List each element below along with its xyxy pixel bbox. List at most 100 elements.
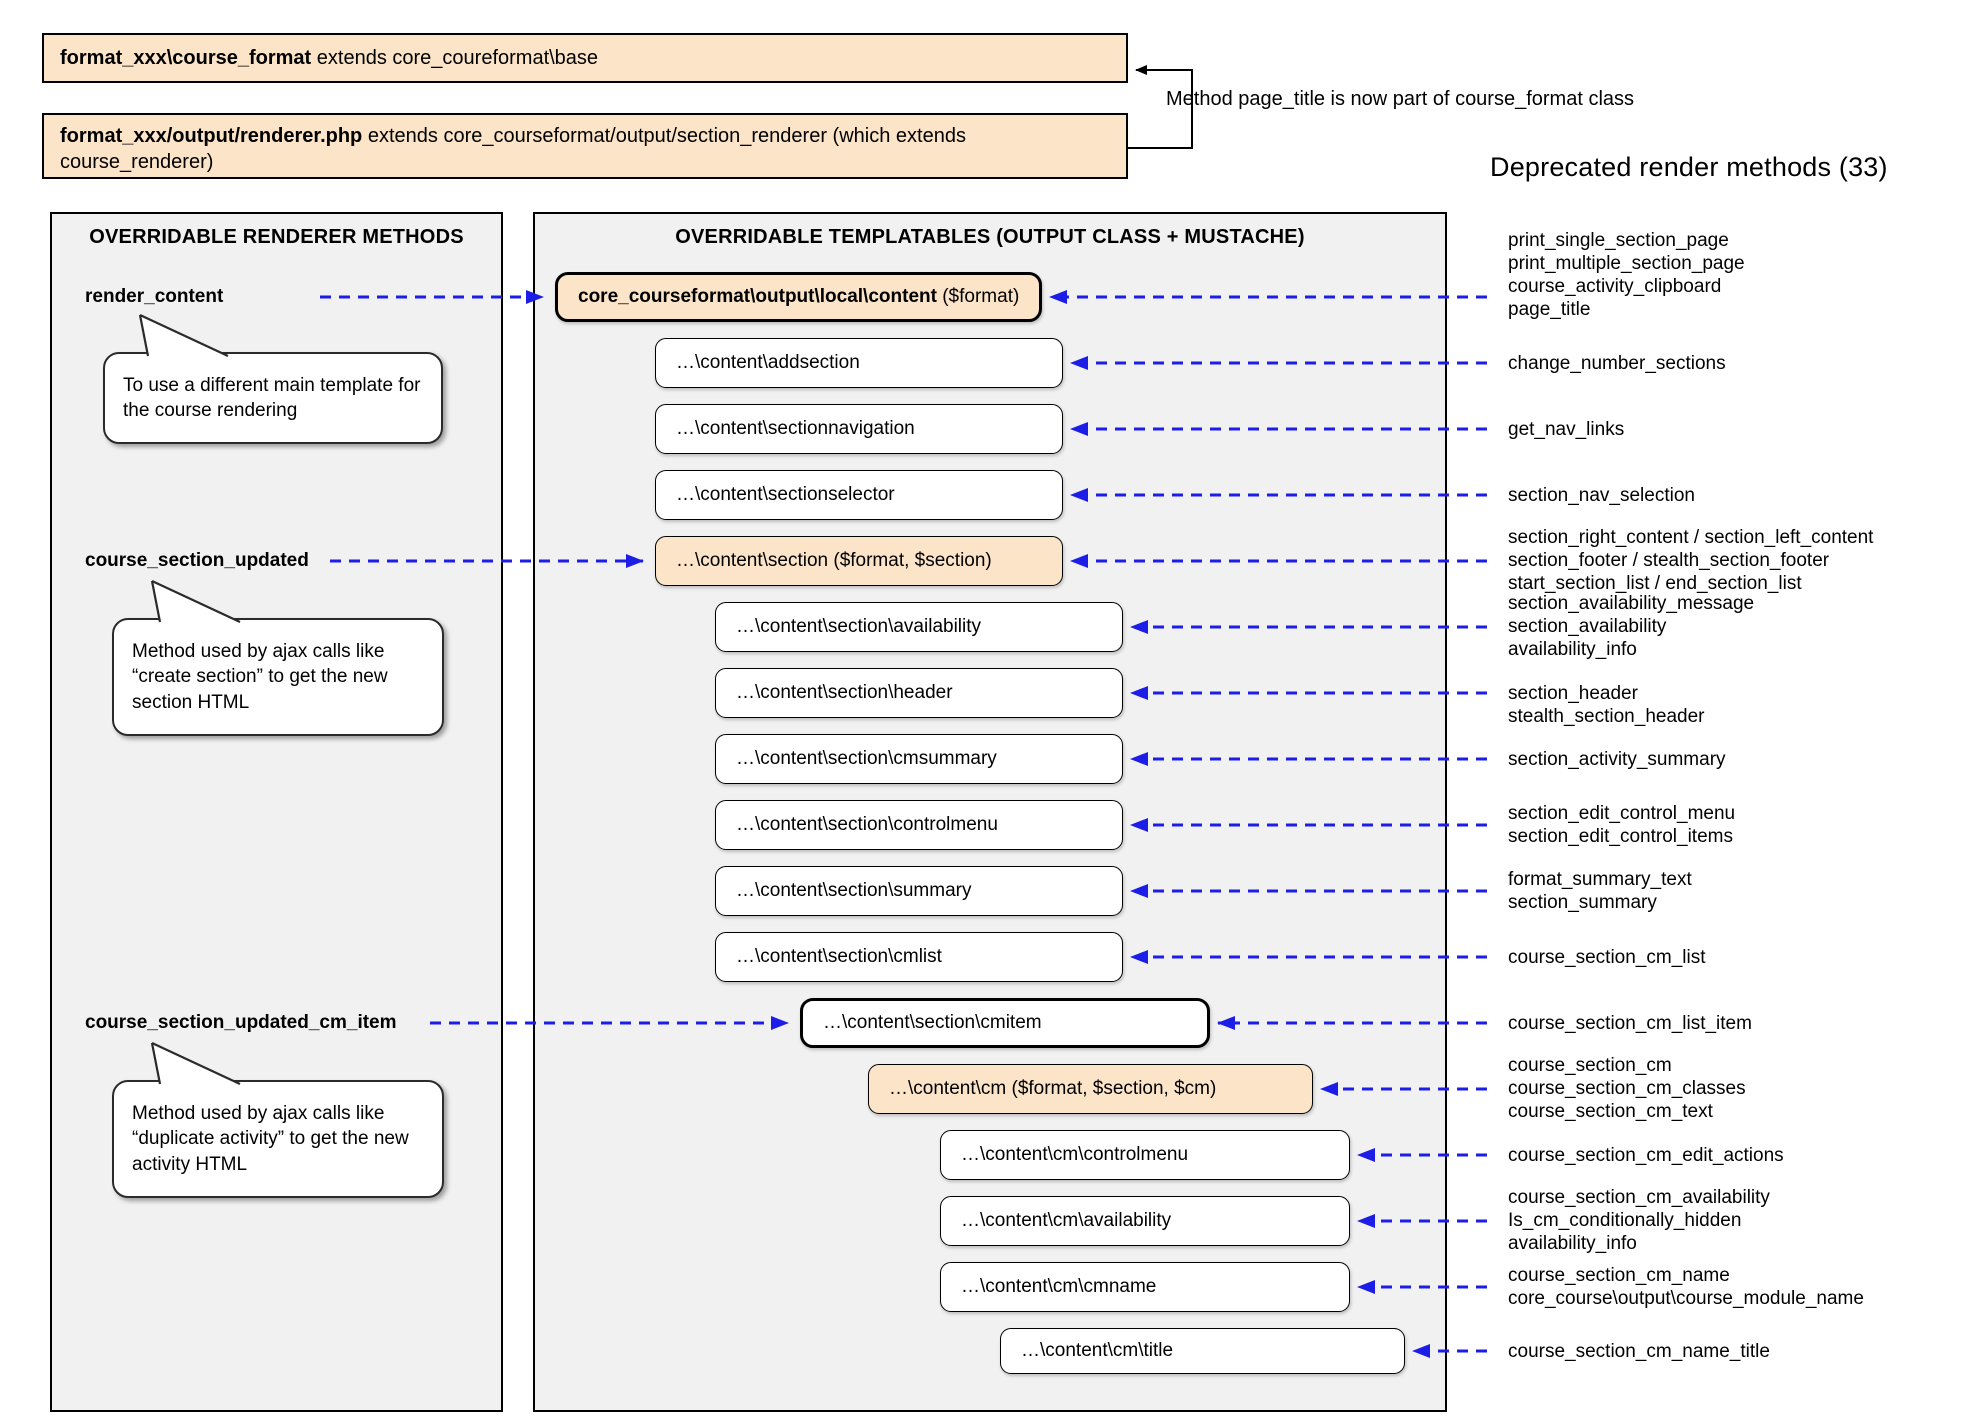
bubble-tail bbox=[138, 314, 229, 357]
deprecated-group: course_section_cm_name_title bbox=[1508, 1340, 1770, 1363]
deprecated-group: format_summary_text section_summary bbox=[1508, 868, 1692, 914]
deprecated-method: print_single_section_page bbox=[1508, 230, 1729, 251]
deprecated-group: course_section_cm_availability Is_cm_con… bbox=[1508, 1186, 1770, 1255]
deprecated-method: course_section_cm_list bbox=[1508, 947, 1706, 968]
templatable-cm-title: …\content\cm\title bbox=[1000, 1328, 1405, 1374]
method-course-section-updated-cm-item: course_section_updated_cm_item bbox=[85, 1012, 397, 1033]
templatable-addsection: …\content\addsection bbox=[655, 338, 1063, 388]
deprecated-method: course_section_cm_text bbox=[1508, 1101, 1713, 1122]
templatable-label: …\content\addsection bbox=[676, 352, 860, 373]
method-render-content: render_content bbox=[85, 286, 224, 307]
renderer-name-rest: extends core_courseformat/output/section… bbox=[60, 125, 966, 174]
deprecated-method: course_section_cm_name bbox=[1508, 1265, 1730, 1286]
deprecated-method: availability_info bbox=[1508, 639, 1637, 660]
deprecated-group: section_header stealth_section_header bbox=[1508, 682, 1704, 728]
deprecated-method: course_section_cm bbox=[1508, 1055, 1672, 1076]
deprecated-method: section_activity_summary bbox=[1508, 749, 1726, 770]
templatable-label: …\content\cm\controlmenu bbox=[961, 1144, 1189, 1165]
deprecated-method: section_availability_message bbox=[1508, 593, 1755, 614]
templatable-sectionselector: …\content\sectionselector bbox=[655, 470, 1063, 520]
templatable-cm: …\content\cm ($format, $section, $cm) bbox=[868, 1064, 1313, 1114]
templatable-section-availability: …\content\section\availability bbox=[715, 602, 1123, 652]
deprecated-group: section_edit_control_menu section_edit_c… bbox=[1508, 802, 1735, 848]
renderer-php-box: format_xxx/output/renderer.php extends c… bbox=[42, 113, 1128, 179]
deprecated-group: change_number_sections bbox=[1508, 352, 1726, 375]
deprecated-method: section_footer / stealth_section_footer bbox=[1508, 550, 1830, 571]
deprecated-method: section_header bbox=[1508, 683, 1638, 704]
deprecated-method: availability_info bbox=[1508, 1233, 1637, 1254]
deprecated-group: section_right_content / section_left_con… bbox=[1508, 526, 1873, 595]
deprecated-method: section_right_content / section_left_con… bbox=[1508, 527, 1874, 548]
deprecated-group: course_section_cm_name core_course\outpu… bbox=[1508, 1264, 1864, 1310]
deprecated-group: print_single_section_page print_multiple… bbox=[1508, 229, 1745, 321]
deprecated-method: section_edit_control_items bbox=[1508, 826, 1733, 847]
deprecated-method: course_section_cm_edit_actions bbox=[1508, 1145, 1784, 1166]
course-format-class-box: format_xxx\course_format extends core_co… bbox=[42, 33, 1128, 83]
deprecated-method: course_section_cm_list_item bbox=[1508, 1013, 1752, 1034]
templatable-section-cmlist: …\content\section\cmlist bbox=[715, 932, 1123, 982]
deprecated-method: course_section_cm_classes bbox=[1508, 1078, 1746, 1099]
templatable-cm-availability: …\content\cm\availability bbox=[940, 1196, 1350, 1246]
deprecated-method: course_section_cm_availability bbox=[1508, 1187, 1770, 1208]
note-bubble-section-updated: Method used by ajax calls like “create s… bbox=[112, 618, 444, 736]
deprecated-method: Is_cm_conditionally_hidden bbox=[1508, 1210, 1742, 1231]
templatable-label: …\content\sectionselector bbox=[676, 484, 895, 505]
deprecated-method: section_nav_selection bbox=[1508, 485, 1695, 506]
templatable-label: …\content\cm\availability bbox=[961, 1210, 1172, 1231]
deprecated-group: get_nav_links bbox=[1508, 418, 1624, 441]
templatable-label: …\content\section\cmlist bbox=[736, 946, 942, 967]
deprecated-group: section_activity_summary bbox=[1508, 748, 1726, 771]
templatable-label: …\content\cm\cmname bbox=[961, 1276, 1157, 1297]
deprecated-method: change_number_sections bbox=[1508, 353, 1726, 374]
deprecated-method: start_section_list / end_section_list bbox=[1508, 573, 1802, 594]
deprecated-method: format_summary_text bbox=[1508, 869, 1692, 890]
note-bubble-render-content: To use a different main template for the… bbox=[103, 352, 443, 444]
renderer-name-bold: format_xxx/output/renderer.php bbox=[60, 125, 363, 147]
templatable-label: …\content\section\cmsummary bbox=[736, 748, 997, 769]
templatable-section-cmitem: …\content\section\cmitem bbox=[800, 998, 1210, 1048]
deprecated-method: section_availability bbox=[1508, 616, 1667, 637]
deprecated-method: course_activity_clipboard bbox=[1508, 276, 1722, 297]
renderer-methods-title: OVERRIDABLE RENDERER METHODS bbox=[89, 226, 464, 248]
templatable-label: …\content\section\header bbox=[736, 682, 953, 703]
templatable-cm-controlmenu: …\content\cm\controlmenu bbox=[940, 1130, 1350, 1180]
deprecated-group: course_section_cm course_section_cm_clas… bbox=[1508, 1054, 1746, 1123]
deprecated-group: section_availability_message section_ava… bbox=[1508, 592, 1754, 661]
deprecated-method: core_course\output\course_module_name bbox=[1508, 1288, 1864, 1309]
templatable-section: …\content\section ($format, $section) bbox=[655, 536, 1063, 586]
deprecated-group: course_section_cm_list bbox=[1508, 946, 1705, 969]
bubble-tail bbox=[150, 580, 241, 623]
templatable-label: …\content\section\summary bbox=[736, 880, 972, 901]
templatable-section-summary: …\content\section\summary bbox=[715, 866, 1123, 916]
templatable-label: …\content\section\controlmenu bbox=[736, 814, 998, 835]
note-bubble-text: To use a different main template for the… bbox=[123, 374, 421, 421]
deprecated-method: page_title bbox=[1508, 299, 1591, 320]
deprecated-method: course_section_cm_name_title bbox=[1508, 1341, 1770, 1362]
note-bubble-cm-item: Method used by ajax calls like “duplicat… bbox=[112, 1080, 444, 1198]
templatable-label: core_courseformat\output\local\content bbox=[578, 286, 937, 307]
templatable-content: core_courseformat\output\local\content (… bbox=[555, 272, 1042, 322]
bubble-tail bbox=[150, 1042, 241, 1085]
templatable-section-cmsummary: …\content\section\cmsummary bbox=[715, 734, 1123, 784]
templatable-label: …\content\cm ($format, $section, $cm) bbox=[889, 1078, 1217, 1099]
method-course-section-updated: course_section_updated bbox=[85, 550, 309, 571]
templatable-cm-cmname: …\content\cm\cmname bbox=[940, 1262, 1350, 1312]
templatable-section-header: …\content\section\header bbox=[715, 668, 1123, 718]
class-name-rest: extends core_coureformat\base bbox=[311, 46, 599, 69]
deprecated-group: section_nav_selection bbox=[1508, 484, 1695, 507]
deprecated-method: section_edit_control_menu bbox=[1508, 803, 1736, 824]
deprecated-group: course_section_cm_edit_actions bbox=[1508, 1144, 1784, 1167]
templatable-label: …\content\section ($format, $section) bbox=[676, 550, 992, 571]
note-bubble-text: Method used by ajax calls like “create s… bbox=[132, 640, 388, 713]
deprecated-method: section_summary bbox=[1508, 892, 1657, 913]
templatable-label: …\content\section\cmitem bbox=[823, 1012, 1042, 1033]
deprecated-group: course_section_cm_list_item bbox=[1508, 1012, 1752, 1035]
templatable-sectionnavigation: …\content\sectionnavigation bbox=[655, 404, 1063, 454]
templatables-title: OVERRIDABLE TEMPLATABLES (OUTPUT CLASS +… bbox=[675, 226, 1305, 248]
class-name-bold: format_xxx\course_format bbox=[60, 46, 312, 69]
page-title-note: Method page_title is now part of course_… bbox=[1166, 88, 1635, 110]
deprecated-heading: Deprecated render methods (33) bbox=[1490, 152, 1888, 182]
note-bubble-text: Method used by ajax calls like “duplicat… bbox=[132, 1102, 409, 1175]
templatable-label: …\content\cm\title bbox=[1021, 1340, 1174, 1361]
